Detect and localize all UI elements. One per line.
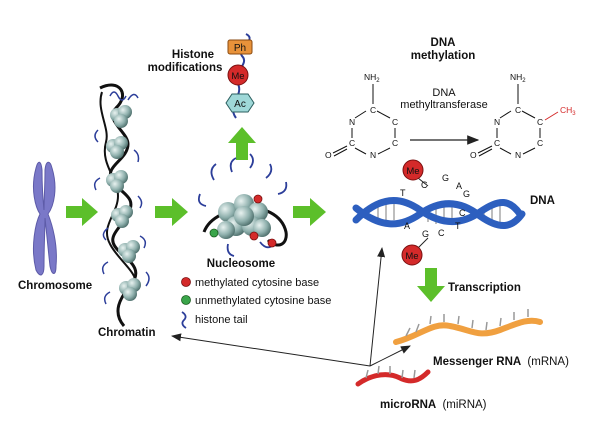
dna-double-helix (352, 197, 526, 229)
svg-text:C: C (421, 180, 428, 190)
svg-text:NH2: NH2 (364, 72, 380, 84)
ph-label: Ph (234, 43, 246, 54)
svg-text:G: G (463, 189, 470, 199)
mirna-regulation-arrows (171, 247, 411, 367)
mirna-strand (355, 365, 431, 387)
dna-bases-top: T C G A G (400, 173, 470, 199)
arrow-nucleosome-to-dna (293, 198, 326, 226)
svg-text:Me: Me (406, 166, 419, 177)
dna-methylation-title-line2: methylation (411, 50, 476, 62)
nucleosome-label: Nucleosome (207, 258, 275, 270)
dna-methylation-title-line1: DNA (431, 37, 456, 49)
svg-text:O: O (470, 150, 477, 160)
dna-me-tag-bottom: Me (401, 237, 429, 266)
mrna-strand (393, 309, 543, 345)
dna-bases-bottom: A G C T C (404, 208, 466, 239)
legend-histone-tail-label: histone tail (195, 314, 248, 326)
svg-text:A: A (404, 221, 410, 231)
svg-text:C: C (392, 138, 398, 148)
ac-tag: Ac (225, 93, 255, 113)
ac-label: Ac (234, 99, 246, 110)
svg-text:C: C (515, 105, 521, 115)
svg-text:C: C (494, 138, 500, 148)
enzyme-label-line1: DNA (432, 87, 456, 99)
svg-text:G: G (422, 229, 429, 239)
transcription-label: Transcription (448, 282, 521, 294)
svg-text:N: N (370, 150, 376, 160)
legend-histone-tail-icon (181, 311, 187, 329)
ph-tag: Ph (227, 39, 253, 55)
me-tag: Me (227, 64, 249, 86)
legend-unmethylated-icon (181, 295, 191, 305)
dna-label: DNA (530, 195, 555, 207)
svg-text:C: C (370, 105, 376, 115)
arrow-transcription (417, 268, 445, 302)
svg-text:C: C (459, 208, 466, 218)
chromatin-label: Chromatin (98, 327, 156, 339)
arrow-chromosome-to-chromatin (66, 198, 98, 226)
methylcytosine-structure: NH2 C C C N C N O CH3 (470, 72, 576, 160)
svg-text:Me: Me (405, 251, 418, 262)
legend: methylated cytosine base unmethylated cy… (181, 277, 331, 329)
histone-modifications-title-line1: Histone (172, 49, 214, 61)
mirna-label: microRNA (miRNA) (380, 399, 487, 411)
legend-methylated-icon (181, 277, 191, 287)
cytosine-structure: NH2 C C C N C N O (325, 72, 398, 160)
svg-text:A: A (456, 181, 462, 191)
nucleosome-icon (197, 153, 288, 257)
svg-text:NH2: NH2 (510, 72, 526, 84)
legend-methylated-label: methylated cytosine base (195, 277, 319, 289)
chromosome-label: Chromosome (18, 280, 92, 292)
svg-text:O: O (325, 150, 332, 160)
svg-text:C: C (537, 117, 543, 127)
histone-modifications-title-line2: modifications (148, 62, 223, 74)
arrow-chromatin-to-nucleosome (155, 198, 188, 226)
svg-text:G: G (442, 173, 449, 183)
svg-text:T: T (455, 221, 461, 231)
legend-unmethylated-label: unmethylated cytosine base (195, 295, 331, 307)
svg-text:CH3: CH3 (560, 105, 576, 117)
svg-text:C: C (438, 228, 445, 238)
svg-text:C: C (537, 138, 543, 148)
svg-text:N: N (349, 117, 355, 127)
svg-text:N: N (494, 117, 500, 127)
arrow-nucleosome-up (228, 127, 256, 160)
enzyme-label-line2: methyltransferase (400, 99, 487, 111)
svg-text:N: N (515, 150, 521, 160)
mrna-label: Messenger RNA (mRNA) (433, 356, 569, 368)
chromosome-icon (33, 161, 57, 276)
dna-me-tag-top: Me (402, 159, 429, 187)
chromatin-nucleosomes (106, 105, 141, 301)
svg-text:C: C (349, 138, 355, 148)
me-label: Me (231, 71, 244, 82)
svg-text:C: C (392, 117, 398, 127)
svg-text:T: T (400, 188, 406, 198)
